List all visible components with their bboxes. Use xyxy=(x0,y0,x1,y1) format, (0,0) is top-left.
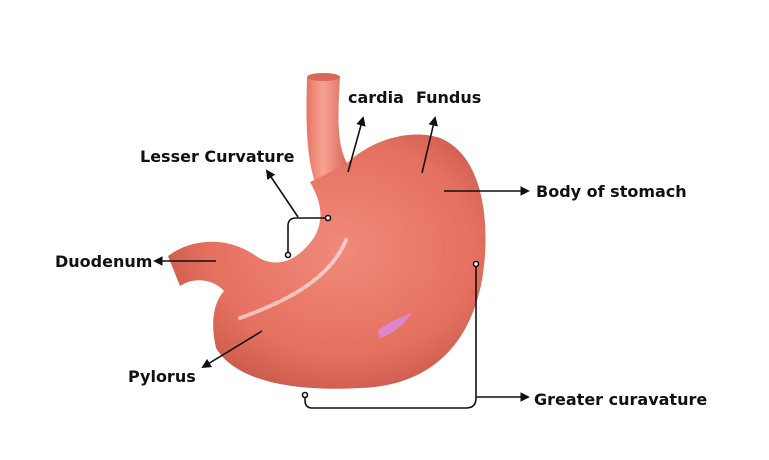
stomach-illustration xyxy=(168,73,486,389)
cardia-arrow xyxy=(347,116,366,173)
esophagus-opening xyxy=(307,73,340,81)
greater-curvature-bracket xyxy=(304,265,477,409)
esophagus xyxy=(306,76,348,190)
label-greater-curvature: Greater curavature xyxy=(534,390,708,409)
lesser-curvature-bracket xyxy=(287,217,327,254)
stomach-body xyxy=(168,134,486,389)
label-fundus: Fundus xyxy=(416,88,482,107)
pylorus-arrow xyxy=(201,330,263,369)
label-body-of-stomach: Body of stomach xyxy=(536,182,687,201)
label-cardia: cardia xyxy=(348,88,404,107)
fundus-arrow xyxy=(421,116,438,174)
lesser-curvature-arrow xyxy=(265,169,299,218)
purple-reflection xyxy=(378,313,412,338)
label-pylorus: Pylorus xyxy=(128,367,196,386)
label-duodenum: Duodenum xyxy=(55,252,153,271)
label-lesser-curvature: Lesser Curvature xyxy=(140,147,295,166)
highlight xyxy=(238,238,348,320)
pointer-lines xyxy=(153,116,530,409)
